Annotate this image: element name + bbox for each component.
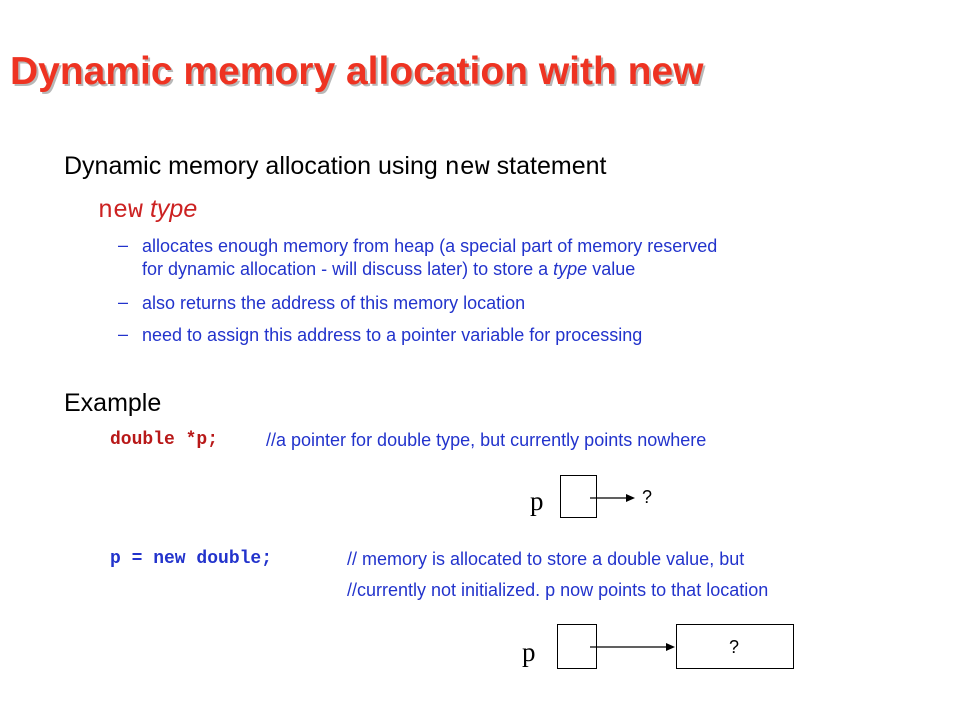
bullet-dash: – xyxy=(118,324,129,344)
assignment-comment-2: //currently not initialized. p now point… xyxy=(347,580,769,600)
memory-cell-box: ? xyxy=(676,624,794,669)
declaration-comment: //a pointer for double type, but current… xyxy=(266,430,707,450)
pointer-box xyxy=(560,475,597,518)
declaration-line: double *p; xyxy=(110,430,218,450)
declaration-code: double *p; xyxy=(110,430,219,450)
bullet-allocates: – allocates enough memory from heap (a s… xyxy=(118,235,918,281)
bullet-allocates-line2-text: for dynamic allocation - will discuss la… xyxy=(142,259,554,279)
bullet-dash: – xyxy=(118,292,129,312)
bullet-assign-pointer: – need to assign this address to a point… xyxy=(118,324,918,348)
intro-text-after: statement xyxy=(489,152,607,180)
bullet-returns-address-text: also returns the address of this memory … xyxy=(142,293,526,313)
syntax-line: new type xyxy=(98,195,197,225)
assignment-code: p = new double; xyxy=(110,549,273,569)
syntax-type: type xyxy=(149,195,198,223)
bullet-allocates-line2-end: value xyxy=(587,259,636,279)
memory-cell-value: ? xyxy=(729,637,740,657)
assignment-comment-1: // memory is allocated to store a double… xyxy=(347,549,745,569)
slide-title: Dynamic memory allocation with new xyxy=(10,50,704,93)
unknown-target: ? xyxy=(642,487,653,507)
arrow-icon xyxy=(590,643,675,651)
bullet-returns-address: – also returns the address of this memor… xyxy=(118,292,918,316)
bullet-assign-pointer-text: need to assign this address to a pointer… xyxy=(142,325,643,345)
intro-line: Dynamic memory allocation using new stat… xyxy=(64,152,606,182)
assignment-line: p = new double; xyxy=(110,549,272,569)
bullet-allocates-type: type xyxy=(553,259,588,279)
arrow-icon xyxy=(590,494,635,502)
example-heading: Example xyxy=(64,389,162,417)
intro-keyword: new xyxy=(444,153,490,182)
syntax-keyword: new xyxy=(98,196,144,225)
bullet-allocates-line2: for dynamic allocation - will discuss la… xyxy=(142,258,635,280)
intro-text-before: Dynamic memory allocation using xyxy=(64,152,445,180)
pointer-label-p: p xyxy=(522,637,536,667)
pointer-label-p: p xyxy=(530,486,544,516)
bullet-dash: – xyxy=(118,235,129,255)
bullet-allocates-line1: allocates enough memory from heap (a spe… xyxy=(142,236,718,256)
